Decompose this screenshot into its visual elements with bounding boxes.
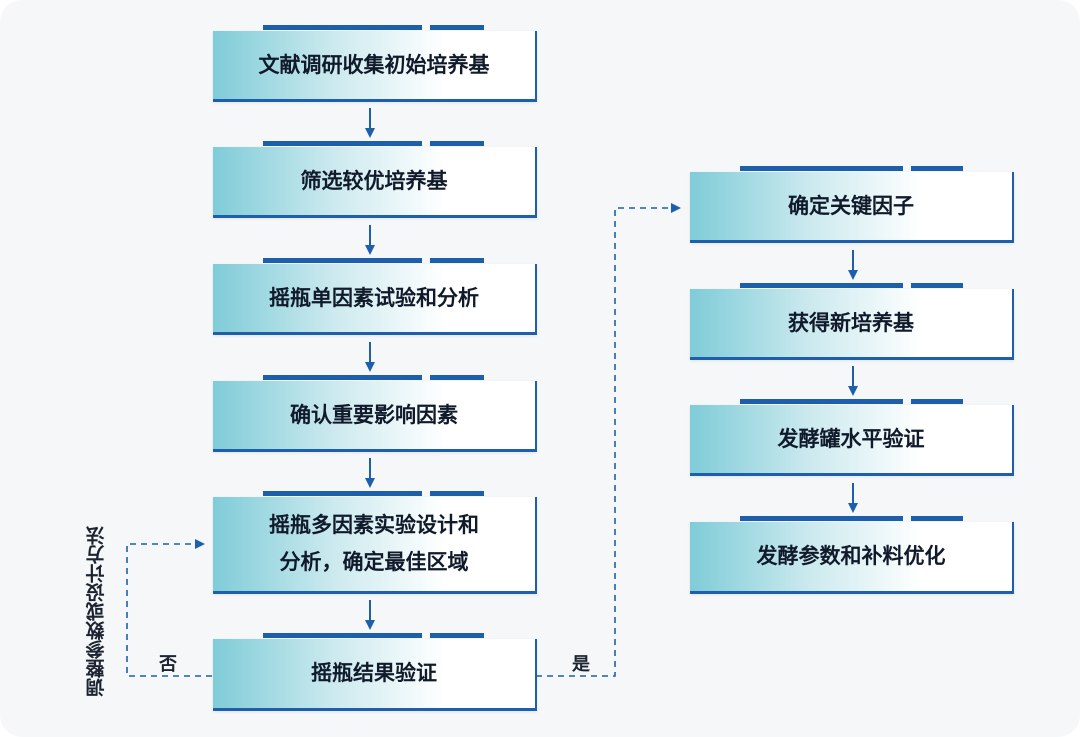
right-step-2-label: 获得新培养基 — [788, 310, 914, 335]
box-top-bar — [430, 25, 484, 30]
step-box-4: 确认重要影响因素 — [213, 381, 537, 452]
box-top-bar — [430, 491, 484, 496]
step-box-6: 摇瓶结果验证 — [213, 639, 537, 711]
no-label: 否 — [159, 654, 177, 675]
right-step-box-4: 发酵参数和补料优化 — [690, 522, 1014, 594]
box-top-bar — [430, 633, 484, 638]
step-box-2: 筛选较优培养基 — [213, 147, 537, 218]
right-step-box-2: 获得新培养基 — [690, 289, 1014, 360]
box-top-bar — [263, 491, 422, 496]
yes-label: 是 — [572, 654, 590, 675]
box-top-bar — [740, 399, 903, 404]
step-1-label: 文献调研收集初始培养基 — [258, 52, 490, 77]
box-top-bar — [430, 375, 484, 380]
loop-dashed-line — [126, 539, 212, 677]
box-top-bar — [263, 258, 422, 263]
box-top-bar — [430, 141, 484, 146]
box-top-bar — [740, 283, 903, 288]
box-top-bar — [263, 25, 422, 30]
step-5-label: 摇瓶多因素实验设计和 分析，确定最佳区域 — [269, 513, 479, 574]
box-top-bar — [911, 516, 963, 521]
step-2-label: 筛选较优培养基 — [300, 168, 448, 193]
step-6-label: 摇瓶结果验证 — [311, 661, 437, 685]
step-4-label: 确认重要影响因素 — [290, 402, 458, 427]
step-box-5: 摇瓶多因素实验设计和 分析，确定最佳区域 — [213, 497, 537, 594]
right-step-box-1: 确定关键因子 — [690, 172, 1014, 243]
box-top-bar — [263, 633, 422, 638]
box-top-bar — [740, 166, 903, 171]
box-top-bar — [263, 141, 422, 146]
box-top-bar — [430, 258, 484, 263]
right-step-box-3: 发酵罐水平验证 — [690, 405, 1014, 476]
step-box-1: 文献调研收集初始培养基 — [213, 31, 537, 102]
box-top-bar — [911, 283, 963, 288]
box-top-bar — [740, 516, 903, 521]
box-top-bar — [911, 399, 963, 404]
yes-dashed-line — [536, 203, 681, 677]
right-step-1-label: 确定关键因子 — [788, 193, 914, 218]
loop-label: 调整参数或设计方法 — [85, 526, 108, 698]
step-3-label: 摇瓶单因素试验和分析 — [269, 285, 479, 310]
box-top-bar — [263, 375, 422, 380]
right-step-3-label: 发酵罐水平验证 — [777, 426, 925, 451]
right-step-4-label: 发酵参数和补料优化 — [756, 544, 946, 568]
step-box-3: 摇瓶单因素试验和分析 — [213, 264, 537, 335]
box-top-bar — [911, 166, 963, 171]
